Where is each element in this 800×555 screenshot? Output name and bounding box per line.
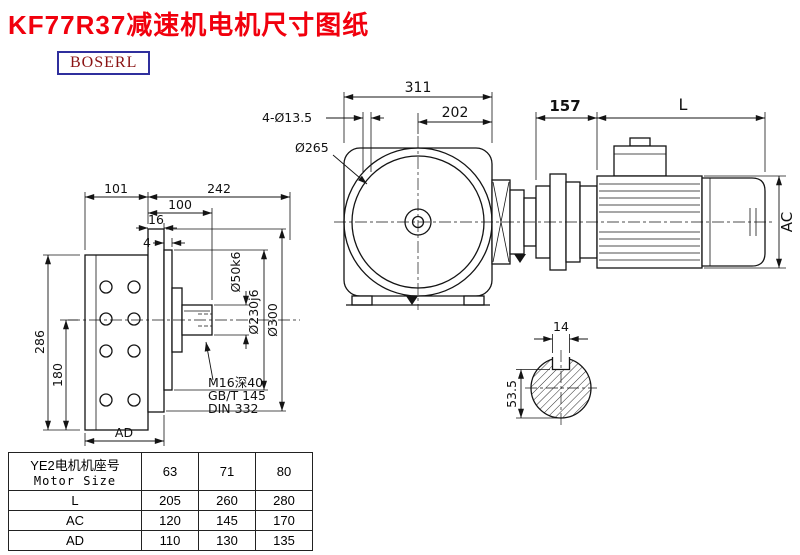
table-header-cn: YE2电机机座号: [30, 458, 120, 473]
terminal-box-cap: [629, 137, 651, 147]
bolt: [127, 344, 141, 358]
dim-180: 180: [50, 363, 65, 387]
table-cell: 205: [141, 490, 199, 511]
dim-flange-circle: Ø265: [295, 140, 329, 155]
bolt: [99, 393, 113, 407]
foot-left: [351, 295, 373, 306]
finish-mark: [514, 254, 526, 263]
dim-157: 157: [549, 97, 580, 115]
bolt: [99, 280, 113, 294]
dim-shaft-diameter: Ø50k6: [228, 251, 243, 292]
table-row-L: L 205 260 280: [8, 490, 313, 511]
dim-311: 311: [405, 80, 432, 96]
dim-key-width: 14: [553, 319, 569, 334]
dim-202: 202: [442, 105, 469, 121]
note-tapped-hole: M16深40: [208, 375, 263, 390]
table-size-col-3: 80: [255, 452, 313, 491]
dim-flange-diameter: Ø300: [265, 303, 280, 337]
motor-size-table: YE2电机机座号 Motor Size 63 71 80 L 205 260 2…: [8, 452, 313, 551]
dim-242: 242: [207, 181, 231, 196]
table-row-AC: AC 120 145 170: [8, 510, 313, 531]
shaft-section-view: 14 53.5: [504, 319, 597, 426]
brand-logo-text: BOSERL: [70, 54, 138, 71]
keyway: [551, 357, 571, 371]
front-view: [343, 147, 598, 306]
dim-bolt-holes: 4-Ø13.5: [262, 110, 312, 125]
table-cell: 135: [255, 530, 313, 551]
note-standard-gbt: GB/T 145: [208, 388, 266, 403]
dim-4: 4: [143, 235, 151, 250]
dim-101: 101: [104, 181, 128, 196]
table-size-col-2: 71: [198, 452, 256, 491]
bolt: [99, 312, 113, 326]
page-title: KF77R37减速机电机尺寸图纸: [8, 10, 370, 40]
output-flange: [147, 228, 165, 413]
bolt: [127, 312, 141, 326]
table-cell: 170: [255, 510, 313, 531]
table-cell: 120: [141, 510, 199, 531]
dim-AC: AC: [778, 212, 796, 232]
dim-16: 16: [148, 212, 164, 227]
table-cell: 110: [141, 530, 199, 551]
dim-286: 286: [32, 330, 47, 354]
table-cell: 145: [198, 510, 256, 531]
table-row-AD: AD 110 130 135: [8, 530, 313, 551]
table-row-label: AC: [8, 510, 142, 531]
front-and-motor-dimensions: 311 202 4-Ø13.5 Ø265 157 L AC: [262, 80, 796, 269]
motor-view: [334, 136, 774, 310]
dim-100: 100: [168, 197, 192, 212]
dim-ad: AD: [115, 425, 133, 440]
side-view: [68, 228, 300, 431]
bolt: [99, 344, 113, 358]
table-size-col-1: 63: [141, 452, 199, 491]
side-view-dimensions: 101 242 100 16 4 286 180: [32, 181, 291, 446]
table-header-en: Motor Size: [33, 474, 117, 488]
table-row-label: AD: [8, 530, 142, 551]
foot-right: [463, 295, 485, 306]
dim-L: L: [679, 95, 688, 114]
brand-logo: BOSERL: [57, 51, 151, 75]
bolt: [127, 280, 141, 294]
table-header-cell: YE2电机机座号 Motor Size: [8, 452, 142, 491]
dim-key-depth: 53.5: [504, 380, 519, 408]
table-row-label: L: [8, 490, 142, 511]
table-cell: 260: [198, 490, 256, 511]
dim-spigot-diameter: Ø230j6: [246, 289, 261, 334]
table-cell: 130: [198, 530, 256, 551]
terminal-box: [613, 145, 667, 177]
finish-mark: [406, 296, 418, 305]
table-cell: 280: [255, 490, 313, 511]
note-standard-din: DIN 332: [208, 401, 259, 416]
bolt: [127, 393, 141, 407]
